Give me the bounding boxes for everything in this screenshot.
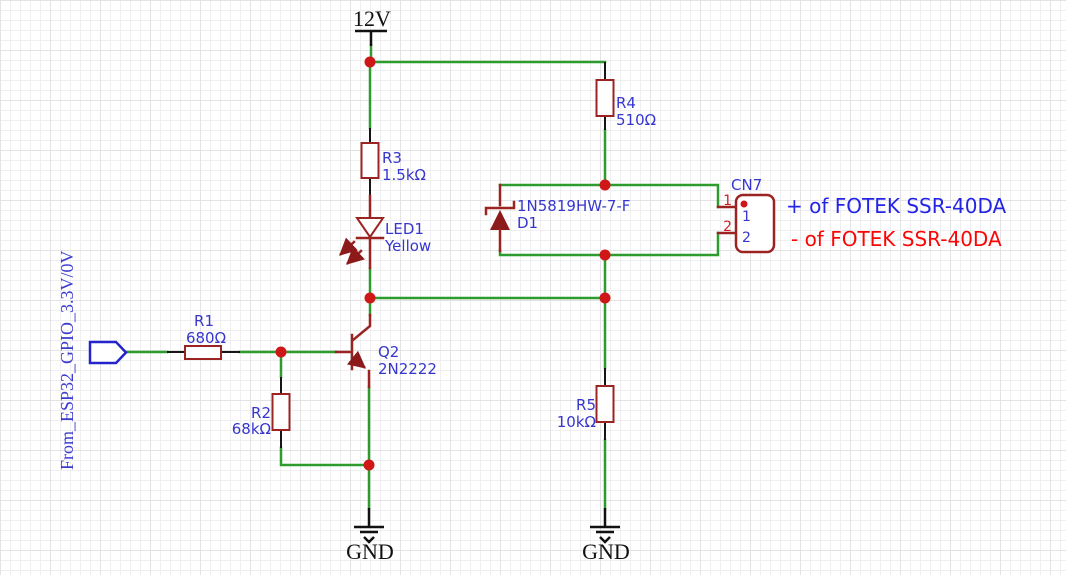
junction-dot (275, 346, 287, 358)
wire-net-base[interactable] (124, 350, 338, 379)
wire-net-12v[interactable] (368, 43, 607, 130)
power-flag-12v[interactable] (355, 29, 387, 46)
d1-value-label: 1N5819HW-7-F (517, 197, 630, 215)
annotation-ssr-minus: - of FOTEK SSR-40DA (791, 227, 1002, 251)
r2-ref-label: R2 (251, 404, 271, 422)
cn7-pin1-number: 1 (723, 193, 732, 209)
r2-value-label: 68kΩ (232, 420, 271, 438)
gnd-symbol-left[interactable] (354, 508, 384, 544)
cn7-pin2-number: 2 (723, 219, 732, 235)
led-emission-arrow (339, 237, 358, 256)
cn7-ref-label: CN7 (731, 176, 762, 194)
q2-value-label: 2N2222 (378, 360, 437, 378)
r5-ref-label: R5 (576, 396, 596, 414)
junction-dot (363, 459, 375, 471)
gnd-left-label: GND (346, 539, 394, 564)
junction-dots (275, 56, 611, 471)
junction-dot (364, 56, 376, 68)
cn7-pin1-name: 1 (742, 209, 751, 225)
r3-ref-label: R3 (382, 149, 402, 167)
annotation-ssr-plus: + of FOTEK SSR-40DA (786, 194, 1007, 218)
r1-value-label: 680Ω (186, 329, 226, 347)
led1-ref-label: LED1 (385, 220, 424, 238)
r5-value-label: 10kΩ (557, 413, 596, 431)
r4-ref-label: R4 (616, 94, 636, 112)
q2-transistor[interactable] (334, 313, 372, 389)
r3-value-label: 1.5kΩ (382, 166, 426, 184)
r4-resistor[interactable] (595, 62, 615, 130)
junction-dot (364, 292, 376, 304)
cn7-pin1-marker-dot (740, 200, 748, 208)
junction-dot (599, 179, 611, 191)
r5-resistor[interactable] (595, 368, 615, 440)
led1-value-label: Yellow (384, 237, 431, 255)
r4-value-label: 510Ω (616, 111, 656, 129)
input-pin-flag[interactable] (88, 340, 128, 365)
r2-resistor[interactable] (271, 377, 291, 448)
led-emission-arrow (346, 246, 365, 265)
power-12v-label: 12V (353, 6, 391, 31)
gnd-symbol-right[interactable] (590, 508, 620, 544)
r1-resistor[interactable] (167, 345, 240, 360)
junction-dot (599, 292, 611, 304)
r3-resistor[interactable] (360, 128, 380, 196)
gnd-right-label: GND (582, 539, 630, 564)
d1-ref-label: D1 (517, 214, 538, 232)
wire-net-gnd[interactable] (279, 385, 607, 510)
cn7-connector[interactable] (716, 193, 776, 254)
net-label-esp32-gpio: From_ESP32_GPIO_3.3V/0V (57, 250, 77, 470)
cn7-pin2-name: 2 (742, 230, 751, 246)
d1-diode[interactable] (484, 183, 516, 253)
junction-dot (599, 249, 611, 261)
led1-led[interactable] (339, 194, 385, 270)
q2-ref-label: Q2 (378, 343, 399, 361)
r1-ref-label: R1 (194, 312, 214, 330)
